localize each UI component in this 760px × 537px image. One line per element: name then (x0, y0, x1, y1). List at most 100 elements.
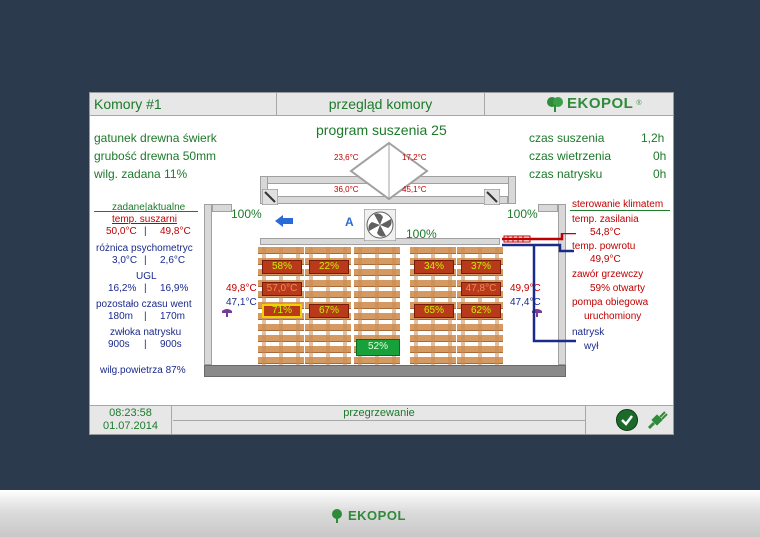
heater-pipes (502, 233, 576, 343)
supply-temp-label: temp. zasilania (572, 214, 639, 225)
left-panel-title: zadane|aktualne (112, 202, 186, 213)
side-temp: 47,1°C (226, 297, 257, 308)
temp-sensor[interactable]: 57,0°C (262, 282, 302, 296)
time-label: czas natrysku (529, 167, 603, 181)
chamber-wall-left (204, 204, 212, 365)
pump-value: uruchomiony (584, 311, 642, 322)
param-actual: 16,9% (160, 283, 189, 294)
time-label: czas suszenia (529, 131, 605, 145)
vent-flap-right-icon[interactable] (484, 189, 500, 205)
wood-thickness: grubość drewna 50mm (94, 149, 217, 163)
view-title[interactable]: przegląd komory (277, 93, 485, 115)
param-actual: 2,6°C (160, 255, 186, 266)
param-set: 180m (108, 311, 134, 322)
moisture-sensor-selected[interactable]: 71% (262, 304, 302, 318)
clock: 08:23:58 01.07.2014 (90, 406, 172, 434)
chamber-floor (204, 365, 566, 377)
moisture-sensor[interactable]: 62% (461, 304, 501, 318)
status-message-line-2 (173, 421, 585, 434)
side-temp: 49,8°C (226, 283, 257, 294)
wood-species: gatunek drewna świerk (94, 131, 217, 145)
valve-value: 59% otwarty (590, 283, 646, 294)
header-logo: EKOPOL ® (546, 93, 642, 115)
wall-top-right (538, 204, 558, 212)
divider (94, 211, 198, 212)
monitor-bezel-bottom (0, 490, 760, 537)
param-sep: | (144, 226, 147, 237)
duct-temp: 36,0°C (334, 185, 359, 194)
fan-icon[interactable] (364, 209, 396, 241)
time-label: czas wietrzenia (529, 149, 612, 163)
moisture-sensor[interactable]: 67% (309, 304, 349, 318)
return-temp-label: temp. powrotu (572, 241, 636, 252)
wall-top-left (212, 204, 232, 212)
connection-button[interactable] (645, 408, 669, 432)
spray-label: natrysk (572, 327, 605, 338)
supply-temp-value: 54,8°C (590, 227, 621, 238)
param-sep: | (144, 339, 147, 350)
floor-moisture-sensor[interactable]: 52% (356, 339, 400, 356)
time-value: 0h (653, 149, 667, 163)
moisture-sensor[interactable]: 34% (414, 260, 454, 274)
header-bar: Komory #1 przegląd komory EKOPOL ® (90, 93, 673, 116)
humidity-set: wilg. zadana 11% (94, 167, 188, 181)
header-brand: EKOPOL (567, 95, 634, 112)
side-temp: 49,9°C (510, 283, 541, 294)
param-label: pozostało czasu went (96, 299, 192, 310)
tree-logo-icon (332, 508, 342, 523)
air-humidity: wilg.powietrza 87% (100, 365, 186, 376)
param-actual: 49,8°C (160, 226, 191, 237)
airflow-arrow-left-icon (275, 215, 293, 227)
right-panel-title: sterowanie klimatem (572, 199, 664, 210)
param-set: 900s (108, 339, 130, 350)
vent-open-left: 100% (231, 207, 262, 221)
param-actual: 170m (160, 311, 186, 322)
param-label: temp. suszarni (112, 214, 178, 225)
spray-value: wył (584, 341, 599, 352)
moisture-sensor[interactable]: 37% (461, 260, 501, 274)
param-sep: | (144, 311, 147, 322)
duct-wall (508, 176, 516, 204)
param-sep: | (144, 255, 147, 266)
stack-spacer (358, 247, 362, 365)
fan-open: 100% (406, 227, 437, 241)
param-set: 16,2% (108, 283, 137, 294)
param-set: 3,0°C (112, 255, 138, 266)
return-temp-value: 49,9°C (590, 254, 621, 265)
plug-icon (647, 411, 668, 430)
side-temp: 47,4°C (510, 297, 541, 308)
hmi-screen: Komory #1 przegląd komory EKOPOL ® progr… (89, 92, 674, 435)
param-sep: | (144, 283, 147, 294)
time-value: 0h (653, 167, 667, 181)
vent-temp: 23,6°C (334, 153, 359, 162)
stack-spacer (375, 247, 379, 365)
param-set: 50,0°C (106, 226, 137, 237)
param-label: zwłoka natrysku (110, 327, 182, 338)
vent-open-right: 100% (507, 207, 538, 221)
roof-vent (349, 141, 429, 201)
page-title[interactable]: Komory #1 (94, 93, 277, 115)
param-actual: 900s (160, 339, 182, 350)
moisture-sensor[interactable]: 65% (414, 304, 454, 318)
registered-icon: ® (636, 100, 642, 107)
status-message: przegrzewanie (173, 406, 585, 421)
fan-label: A (345, 215, 354, 229)
program-name: program suszenia 25 (316, 122, 447, 138)
time: 08:23:58 (109, 407, 152, 419)
moisture-sensor[interactable]: 58% (262, 260, 302, 274)
confirm-button[interactable] (616, 409, 638, 431)
stack-spacer (392, 247, 396, 365)
param-label: UGL (136, 271, 157, 282)
time-value: 1,2h (641, 131, 665, 145)
param-label: różnica psychometryc (96, 243, 193, 254)
date: 01.07.2014 (102, 420, 159, 432)
moisture-sensor[interactable]: 22% (309, 260, 349, 274)
check-icon (621, 415, 633, 426)
temp-sensor[interactable]: 47,8°C (461, 282, 501, 296)
bezel-brand: EKOPOL (348, 508, 406, 523)
duct-temp: 45,1°C (402, 185, 427, 194)
vent-temp: 17,2°C (402, 153, 427, 162)
valve-label: zawór grzewczy (572, 269, 644, 280)
footer-bar: 08:23:58 01.07.2014 przegrzewanie (90, 405, 673, 434)
vent-flap-left-icon[interactable] (262, 189, 278, 205)
